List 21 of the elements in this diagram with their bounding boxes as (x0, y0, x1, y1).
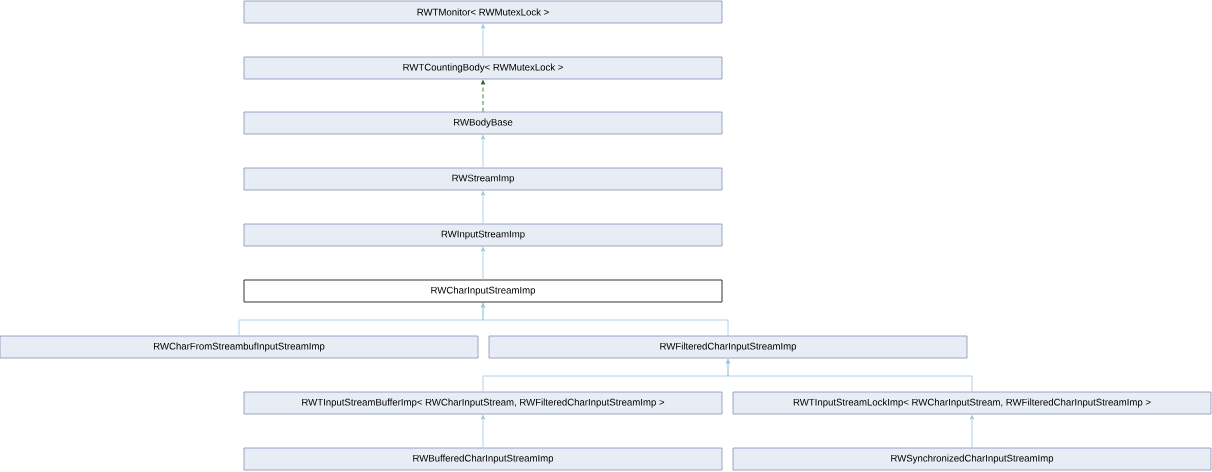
class-box: RWCharFromStreambufInputStreamImp (0, 335, 479, 359)
class-box: RWTInputStreamBufferImp< RWCharInputStream, RWFilteredCharInputStreamImp > (243, 391, 723, 415)
inheritance-arrow (480, 415, 486, 448)
class-box: RWBodyBase (243, 111, 723, 135)
inheritance-arrow (480, 24, 486, 57)
class-box: RWTMonitor< RWMutexLock > (243, 0, 723, 24)
inheritance-arrow (725, 359, 973, 392)
class-box: RWBufferedCharInputStreamImp (243, 447, 723, 471)
inheritance-arrow (480, 247, 486, 280)
class-box: RWInputStreamImp (243, 223, 723, 247)
class-box: RWTCountingBody< RWMutexLock > (243, 56, 723, 80)
class-box: RWSynchronizedCharInputStreamImp (732, 447, 1212, 471)
class-box: RWTInputStreamLockImp< RWCharInputStream, RWFilteredCharInputStreamImp > (732, 391, 1212, 415)
inheritance-arrow (480, 80, 486, 112)
inheritance-arrow (969, 415, 975, 448)
inheritance-arrow (480, 303, 729, 336)
class-box: RWCharInputStreamImp (243, 279, 723, 303)
inheritance-arrow (480, 191, 486, 224)
class-box: RWFilteredCharInputStreamImp (488, 335, 968, 359)
class-box: RWStreamImp (243, 167, 723, 191)
inheritance-arrow (480, 135, 486, 168)
